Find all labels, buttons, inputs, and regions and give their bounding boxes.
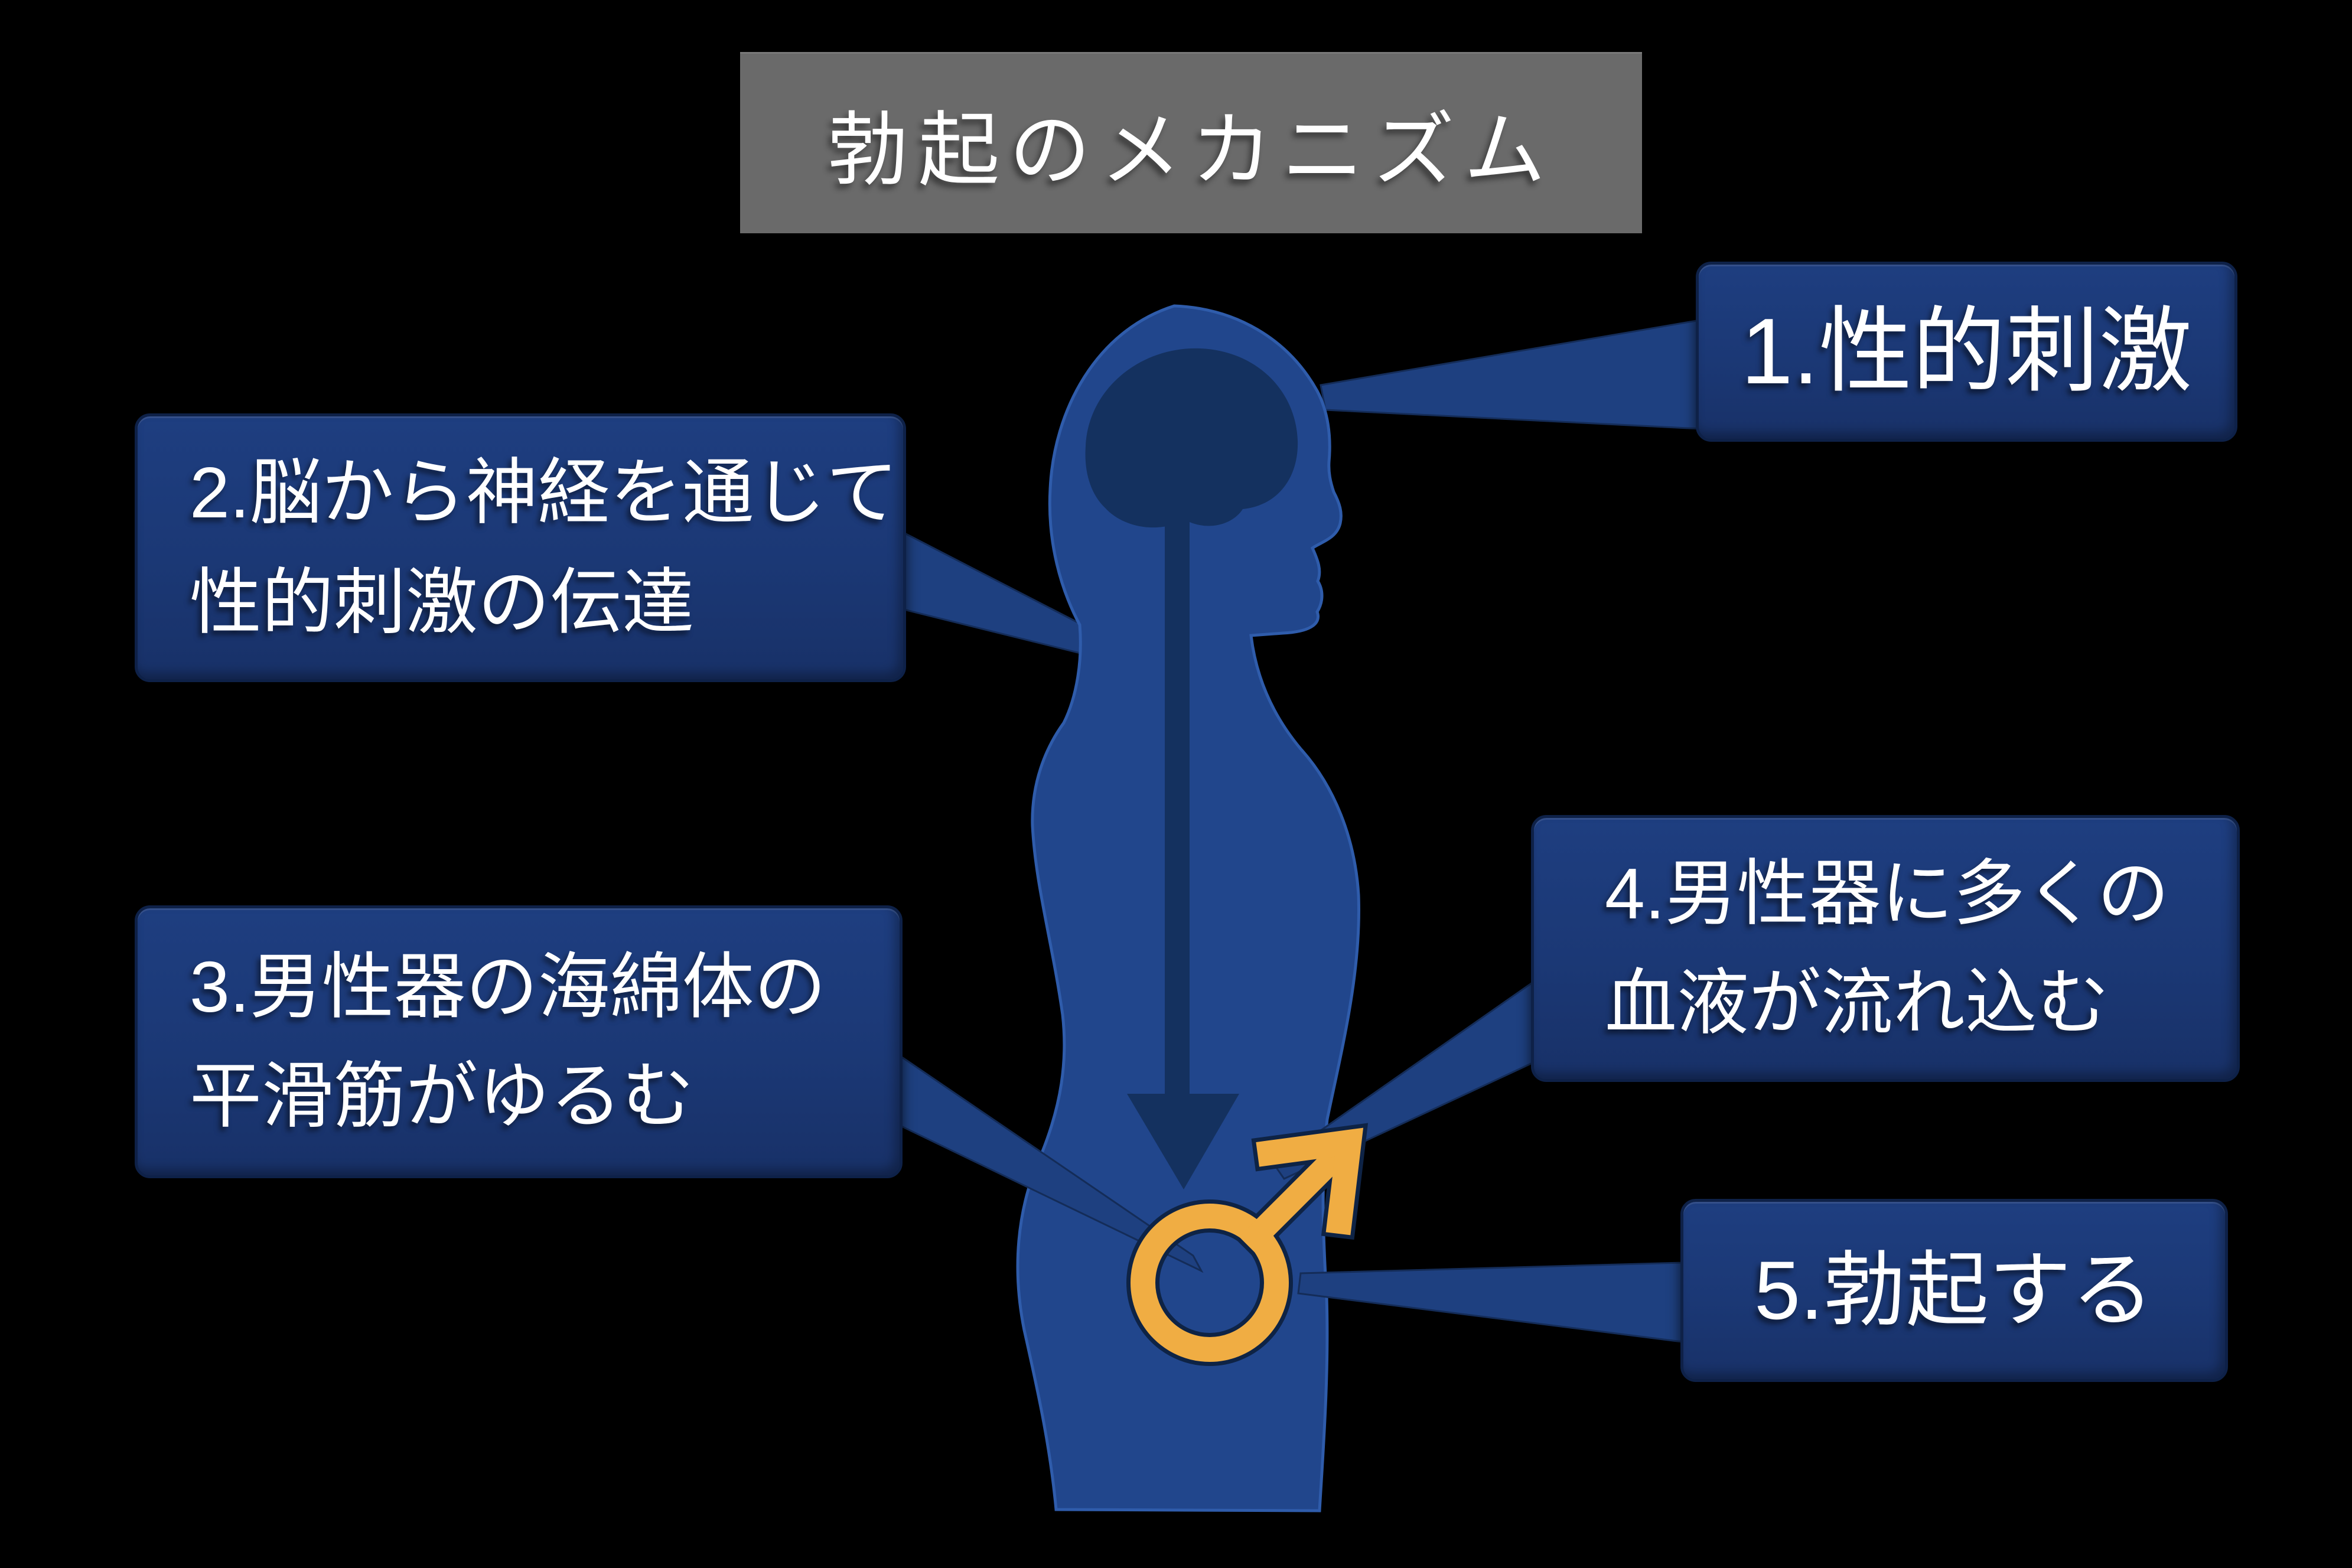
step-3-line-2: 平滑筋がゆるむ [190, 1056, 694, 1136]
step-3-line-1: 3.男性器の海綿体の [190, 946, 826, 1027]
step-2-line-2: 性的刺激の伝達 [190, 562, 694, 643]
step-box-1: 1.性的刺激 [1696, 262, 2237, 442]
step-box-4: 4.男性器に多くの 血液が流れ込む [1531, 815, 2240, 1082]
step-2-line-1: 2.脳から神経を通じて [190, 452, 898, 533]
spine-arrow-shaft [1165, 497, 1190, 1097]
step-1-label: 1.性的刺激 [1741, 299, 2193, 404]
male-symbol-icon [1126, 1123, 1369, 1366]
step-4-line-2: 血液が流れ込む [1605, 963, 2109, 1043]
title-banner: 勃起のメカニズム [740, 52, 1642, 233]
step-5-label: 5.勃起する [1754, 1243, 2154, 1336]
step-box-3: 3.男性器の海綿体の 平滑筋がゆるむ [135, 905, 903, 1178]
connector-line-1 [1320, 319, 1701, 430]
brain-icon [1085, 348, 1298, 528]
title-text: 勃起のメカニズム [827, 105, 1555, 196]
step-box-2: 2.脳から神経を通じて 性的刺激の伝達 [135, 413, 906, 682]
step-box-5: 5.勃起する [1680, 1199, 2228, 1382]
spine-arrow-head [1127, 1094, 1239, 1189]
step-4-line-1: 4.男性器に多くの [1605, 853, 2169, 934]
connector-line-5 [1297, 1261, 1683, 1343]
